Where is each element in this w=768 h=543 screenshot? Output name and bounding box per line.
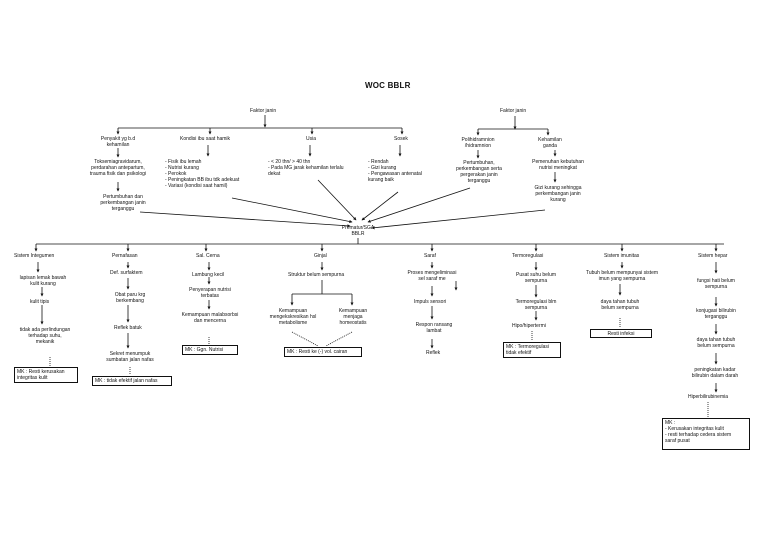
mk-saluran-cerna: MK : Ggn. Nutrisi [182,345,238,355]
detail-sosek-list: - Rendah - Gizi kurang - Pengawasan ante… [368,159,422,183]
termo-step-2: Termoregulasi blm sempurna [515,299,557,311]
system-pernafasan: Pernafasan [112,253,138,259]
ginjal-step-1: Struktur belum sempurna [288,272,345,278]
pernafasan-step-3: Reflek batuk [114,325,142,331]
cause-polihidramnion: Polihidramnion /hidramnion [461,137,495,149]
saraf-step-3: Respon ransang lambat [415,322,453,334]
detail-kehamilan-ganda-1: Pemenuhan kebutuhan nutrisi meningkat [532,159,584,171]
system-imunitas: Sistem imunitas [604,253,640,259]
saraf-step-4: Reflek [426,350,441,356]
ginjal-step-2: Kemampuan mengekskresikan hsl metabolism… [269,308,317,326]
imun-step-2: daya tahan tubuh belum sempurna [600,299,640,311]
cerna-step-1: Lambung kecil [192,272,225,278]
cause-usia: Usia [306,136,317,142]
system-saluran-cerna: Sal. Cerna [196,253,220,259]
mk-hepar: MK : - Kerusakan integritas kulit - rest… [662,418,750,450]
detail-kehamilan-ganda-2: Gizi kurang sehingga perkembangan janin … [534,185,582,203]
ginjal-step-3: Kemampuan menjaga homeostatis [338,308,368,326]
detail-kondisi-list: - Fisik ibu lemah - Nutrisi kurang - Per… [165,159,240,189]
faktor-janin-left: Faktor janin [250,108,277,114]
imun-step-1: Tubuh belum mempunyai sistem imun yang s… [585,270,659,282]
mk-imunitas: Resti infeksi [590,329,652,338]
mk-integumen: MK : Resti kerusakan integritas kulit [14,367,78,383]
mk-termoregulasi: MK : Termoregulasi tidak efektif [503,342,561,358]
system-hepar: Sistem hepar [698,253,728,259]
central-node: Prematur/SGA BBLR [341,225,375,237]
detail-toksemia: Toksemiagravidarum, perdarahan antepartu… [89,159,147,177]
detail-usia-list: - < 20 thn/ > 40 thn - Pada MG jarak keh… [268,159,344,177]
saraf-step-1: Proses mengeliminasi sel saraf me [407,270,457,282]
faktor-janin-right: Faktor janin [500,108,527,114]
mk-ginjal: MK : Resti ke (-) vol. cairan [284,347,362,357]
system-integumen: Sistem Integumen [14,253,55,259]
cause-kehamilan-ganda: Kehamilan ganda [538,137,562,149]
hepar-step-5: Hiperbilirubinemia [688,394,729,400]
cause-kondisi: Kondisi ibu saat hamik [180,136,231,142]
cause-penyakit: Penyakit yg b.d kehamilan [100,136,136,148]
cerna-step-3: Kemampuan malabsorbsi dan mencerna [181,312,239,324]
diagram-title: WOC BBLR [365,81,411,90]
system-ginjal: Ginjal [314,253,327,259]
mk-pernafasan: MK : tidak efektif jalan nafas [92,376,172,386]
hepar-step-4: peningkatan kadar bilirubin dalam darah [691,367,739,379]
termo-step-3: Hipo/hipertermi [512,323,546,329]
cause-sosek: Sosek [394,136,408,142]
pernafasan-step-4: Sekret menumpuk sumbatan jalan nafas [106,351,154,363]
saraf-step-2: Impuls sensori [414,299,447,305]
detail-polihidramnion-result: Pertumbuhan, perkembangan serta pergerak… [456,160,502,184]
system-termoregulasi: Termoregulasi [512,253,544,259]
cerna-step-2: Penyerapan nutrisi terbatas [189,287,231,299]
hepar-step-2: konjugasi bilirubin terganggu [696,308,736,320]
system-saraf: Saraf [424,253,436,259]
integumen-step-1: lapisan lemak bawah kulit kurang [19,275,67,287]
termo-step-1: Pusat suhu belum sempurna [515,272,557,284]
pernafasan-step-2: Obat paru krg berkembang [114,292,146,304]
integumen-step-2: kulit tipis [30,299,50,305]
detail-pertumbuhan-left: Pertumbuhan dan perkembangan janin terga… [100,194,146,212]
pernafasan-step-1: Def. surfaktem [110,270,143,276]
hepar-step-3: daya tahan tubuh belum sempurna [696,337,736,349]
hepar-step-1: fungsi hati belum sempurna [697,278,735,290]
integumen-step-3: tidak ada perlindungan terhadap suhu, me… [19,327,71,345]
